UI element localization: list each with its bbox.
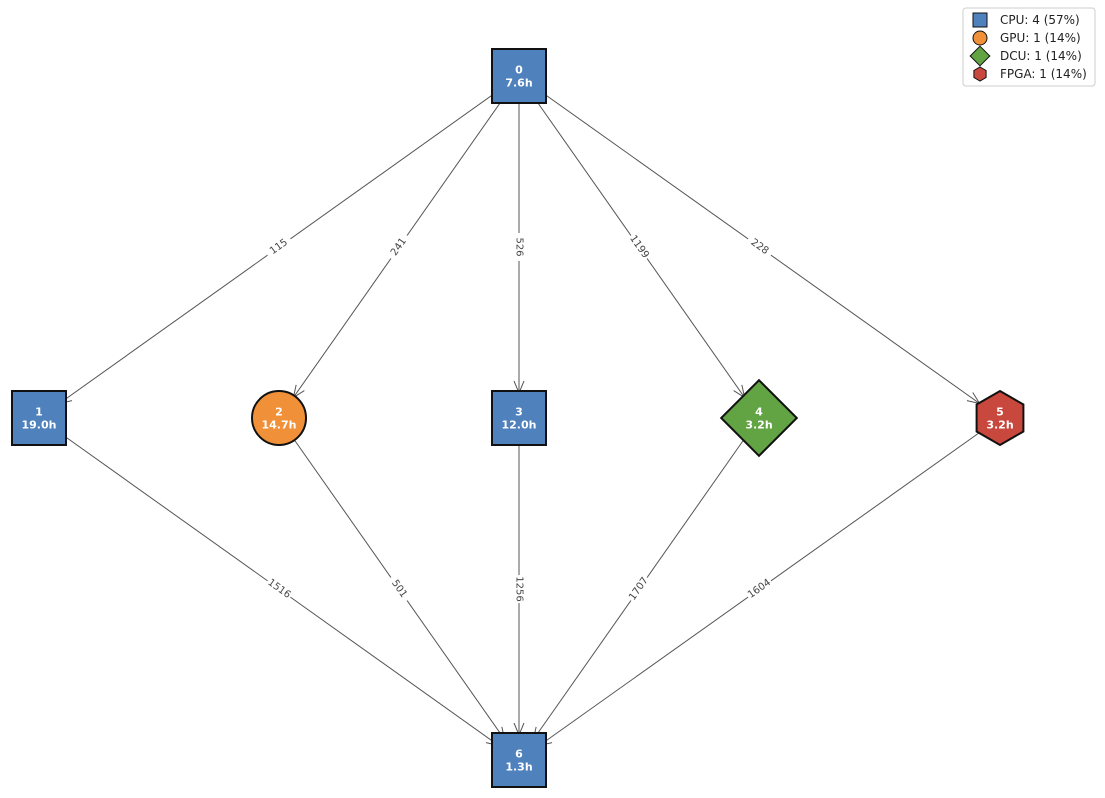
legend-label: DCU: 1 (14%) [1000, 49, 1082, 63]
edge: 1707 [518, 417, 760, 761]
node-id-label: 1 [35, 406, 43, 419]
cpu-legend-marker-icon [972, 12, 988, 28]
node-time-label: 3.2h [986, 419, 1013, 432]
edge: 115 [38, 75, 520, 419]
edge: 1604 [518, 417, 1001, 761]
node-time-label: 12.0h [502, 419, 537, 432]
legend-box [962, 7, 1096, 87]
node-time-label: 19.0h [22, 419, 57, 432]
legend-item-gpu: GPU: 1 (14%) [972, 30, 1081, 46]
node-5[interactable]: 53.2h [975, 389, 1025, 447]
node-6[interactable]: 61.3h [491, 732, 547, 788]
cpu-square-node-shape [491, 48, 547, 104]
edge-label-bg [263, 233, 295, 261]
edge-weight-label: 1256 [514, 576, 525, 601]
legend-item-cpu: CPU: 4 (57%) [972, 12, 1080, 28]
legend-item-dcu: DCU: 1 (14%) [969, 45, 1082, 67]
node-time-label: 3.2h [745, 419, 772, 432]
edge: 1256 [512, 418, 526, 760]
cpu-square-node-shape [491, 390, 547, 446]
fpga-legend-marker-icon [973, 66, 987, 82]
edge: 526 [512, 76, 526, 418]
node-id-label: 5 [996, 406, 1004, 419]
dcu-diamond-node-shape [719, 378, 799, 458]
legend-item-fpga: FPGA: 1 (14%) [973, 66, 1087, 82]
edge: 501 [278, 417, 520, 761]
node-id-label: 3 [515, 406, 523, 419]
node-id-label: 6 [515, 748, 523, 761]
node-id-label: 0 [515, 64, 523, 77]
node-1[interactable]: 119.0h [11, 390, 67, 446]
fpga-hexagon-node-shape [975, 389, 1025, 447]
edge-label-bg [385, 573, 413, 605]
node-4[interactable]: 43.2h [719, 378, 799, 458]
dcu-legend-marker-icon [969, 45, 991, 67]
cpu-square-node-shape [491, 732, 547, 788]
edge-label-bg [512, 575, 526, 603]
node-0[interactable]: 07.6h [491, 48, 547, 104]
gpu-circle-node-shape [251, 390, 307, 446]
node-3[interactable]: 312.0h [491, 390, 547, 446]
node-2[interactable]: 214.7h [251, 390, 307, 446]
edge-label-bg [744, 233, 775, 261]
edge: 241 [278, 75, 520, 419]
node-id-label: 2 [275, 406, 283, 419]
legend-label: FPGA: 1 (14%) [1000, 67, 1087, 81]
edge-label-bg [385, 231, 413, 263]
node-time-label: 7.6h [505, 77, 532, 90]
legend-label: GPU: 1 (14%) [1000, 31, 1081, 45]
gpu-legend-marker-icon [972, 30, 988, 46]
node-time-label: 1.3h [505, 761, 532, 774]
edge: 228 [518, 75, 1001, 419]
edge: 1516 [38, 417, 520, 761]
cpu-square-node-shape [11, 390, 67, 446]
node-time-label: 14.7h [262, 419, 297, 432]
legend-label: CPU: 4 (57%) [1000, 13, 1080, 27]
edge: 1199 [518, 75, 760, 419]
edge-label-bg [744, 575, 775, 603]
edge-weight-label: 526 [514, 237, 525, 256]
edge-label-bg [625, 231, 653, 263]
node-id-label: 4 [755, 406, 763, 419]
edge-label-bg [263, 575, 295, 603]
legend: CPU: 4 (57%) GPU: 1 (14%) DCU: 1 (14%) FPGA… [962, 7, 1096, 87]
edge-label-bg [625, 573, 653, 605]
edge-label-bg [512, 233, 526, 261]
